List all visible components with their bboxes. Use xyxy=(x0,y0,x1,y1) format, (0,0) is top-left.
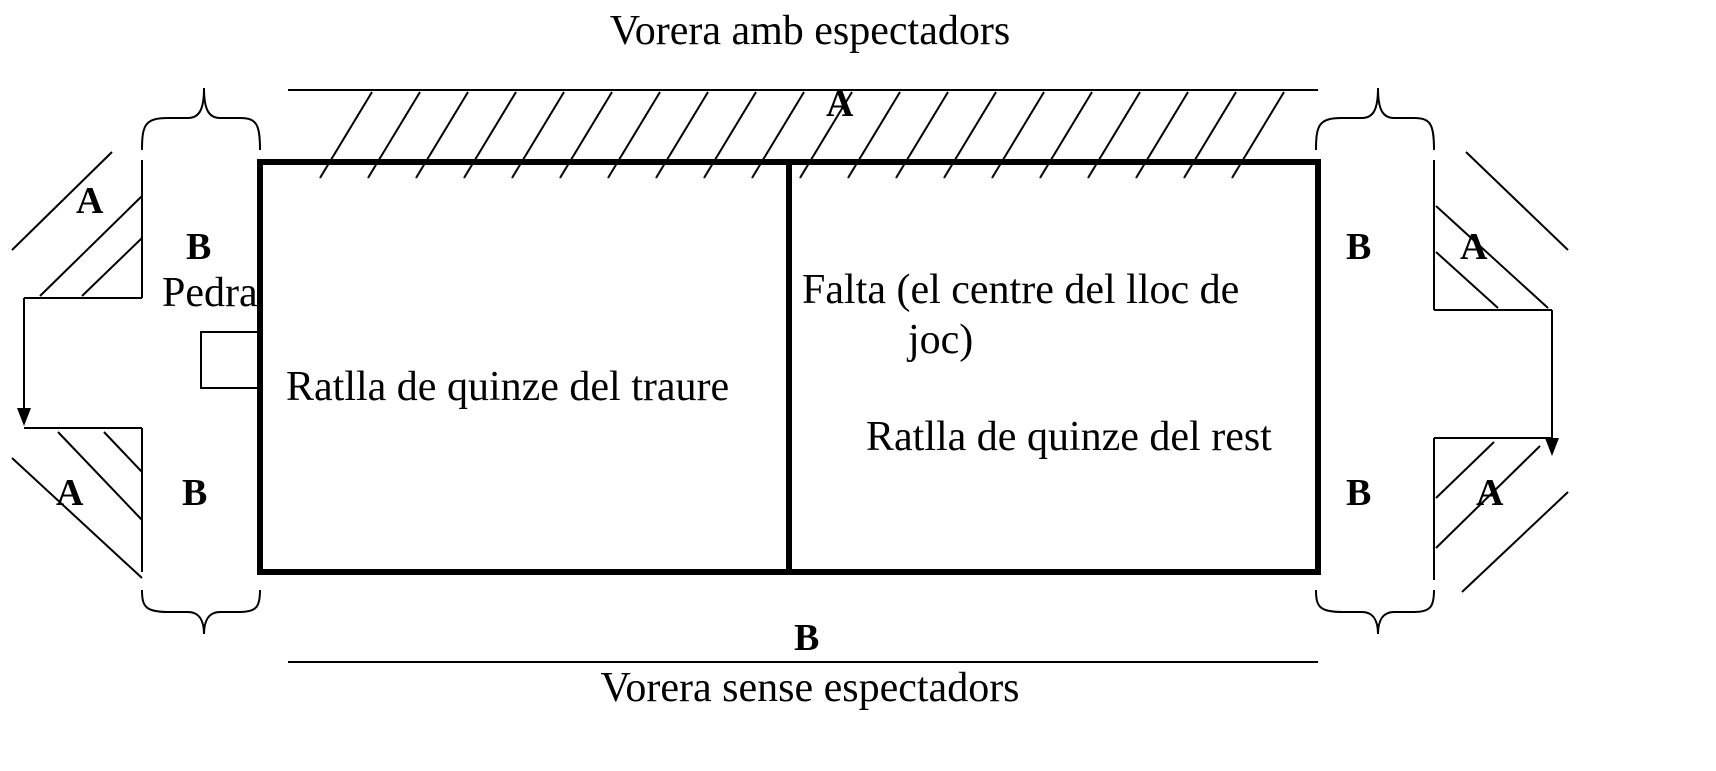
zone-b-right-lower: B xyxy=(1346,472,1371,514)
left-upper-hatching xyxy=(11,151,143,299)
zone-b-bottom: B xyxy=(794,617,819,659)
falta-label-line2: joc) xyxy=(906,317,973,363)
right-top-brace xyxy=(1315,87,1435,151)
zone-b-right-upper: B xyxy=(1346,226,1371,268)
left-bottom-brace xyxy=(141,589,261,635)
left-arrow-head xyxy=(17,408,31,426)
zone-a-left-upper: A xyxy=(76,180,104,222)
left-lower-hatching xyxy=(11,427,143,579)
right-upper-hatching xyxy=(1433,151,1569,311)
top-hatching xyxy=(319,91,1285,179)
zone-a-top: A xyxy=(826,83,854,125)
right-lower-hatching xyxy=(1433,437,1569,593)
bottom-sidewalk-label: Vorera sense espectadors xyxy=(600,665,1019,711)
right-bottom-brace xyxy=(1315,589,1435,635)
zone-b-left-lower: B xyxy=(182,472,207,514)
stone-label: Pedra xyxy=(162,270,258,316)
zone-a-right-lower: A xyxy=(1476,472,1504,514)
falta-label-line1: Falta (el centre del lloc de xyxy=(802,267,1239,313)
ratlla-traure-label: Ratlla de quinze del traure xyxy=(286,364,729,410)
top-sidewalk-label: Vorera amb espectadors xyxy=(610,8,1010,54)
zone-a-left-lower: A xyxy=(56,472,84,514)
right-arrow-head xyxy=(1545,438,1559,456)
zone-a-right-upper: A xyxy=(1460,226,1488,268)
ratlla-rest-label: Ratlla de quinze del rest xyxy=(866,414,1272,460)
zone-b-left-upper: B xyxy=(186,226,211,268)
stone-marker xyxy=(200,331,261,389)
left-top-brace xyxy=(141,87,261,151)
